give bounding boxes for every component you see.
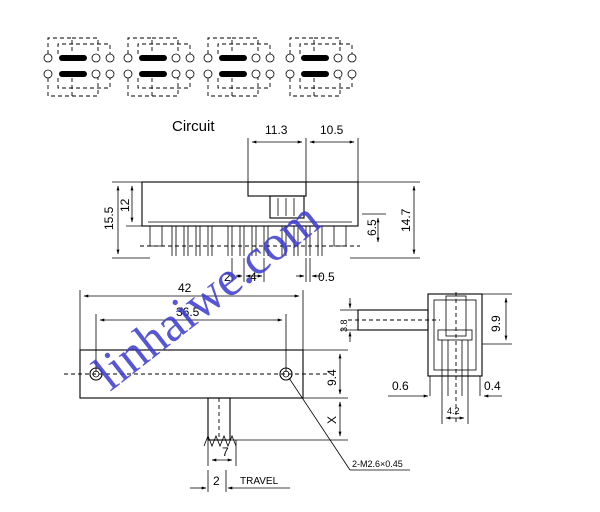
dim-7: 7	[222, 445, 229, 459]
travel-label: TRAVEL	[240, 476, 279, 487]
dim-0-6: 0.6	[392, 379, 409, 393]
dim-4: 4	[250, 270, 257, 284]
circuit-pole-4	[286, 38, 356, 96]
dim-0-5: 0.5	[318, 270, 335, 284]
circuit-diagram	[44, 38, 356, 96]
dim-11-3: 11.3	[265, 123, 288, 137]
dim-36-5: 36.5	[176, 305, 200, 319]
top-view: 42 36.5 9.4 X 7 2 TRAVEL 2	[64, 281, 410, 492]
dim-4-2: 4.2	[447, 406, 460, 416]
circuit-pole-2	[124, 38, 194, 96]
watermark: linhaiwe.com	[82, 190, 330, 401]
dim-12: 12	[118, 198, 132, 212]
circuit-pole-1	[44, 38, 114, 96]
side-view: 11.3 10.5	[102, 123, 420, 284]
end-view: 3.8 9.9 0.6 0.4 4.2	[339, 292, 512, 424]
dim-14-7: 14.7	[399, 208, 413, 232]
dim-9-4: 9.4	[325, 369, 339, 386]
circuit-pole-3	[204, 38, 274, 96]
dim-15-5: 15.5	[102, 206, 116, 230]
dim-10-5: 10.5	[320, 123, 344, 137]
circuit-label: Circuit	[172, 118, 215, 135]
dim-x: X	[325, 416, 339, 424]
dim-0-4: 0.4	[484, 379, 501, 393]
hole-callout: 2-M2.6×0.45	[352, 459, 403, 469]
dim-42: 42	[178, 281, 192, 295]
dim-2: 2	[224, 270, 231, 284]
dim-9-9: 9.9	[489, 315, 503, 332]
dim-3-8: 3.8	[339, 319, 349, 332]
dim-6-5: 6.5	[365, 219, 379, 236]
dim-travel-2: 2	[213, 474, 220, 488]
